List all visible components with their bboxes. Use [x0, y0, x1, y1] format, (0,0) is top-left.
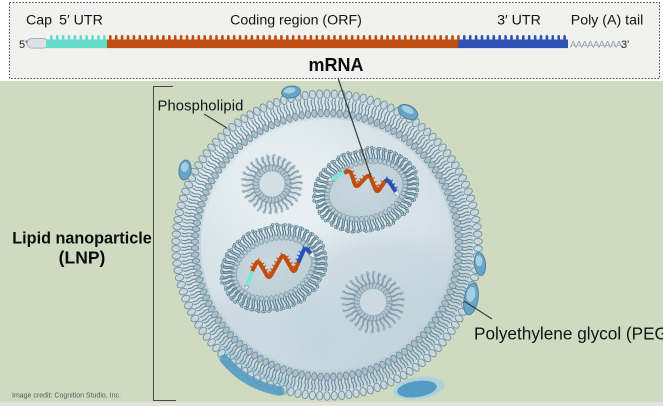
svg-text:3': 3': [621, 39, 629, 51]
svg-text:AAAAAAAAA: AAAAAAAAA: [570, 40, 623, 51]
svg-text:Cap: Cap: [26, 13, 52, 29]
svg-text:Coding region (ORF): Coding region (ORF): [230, 13, 362, 29]
svg-text:Poly (A) tail: Poly (A) tail: [571, 13, 644, 29]
svg-text:Polyethylene glycol (PEG): Polyethylene glycol (PEG): [474, 324, 663, 344]
svg-text:5′ UTR: 5′ UTR: [59, 13, 103, 29]
svg-text:5': 5': [19, 39, 27, 51]
svg-text:3′ UTR: 3′ UTR: [497, 13, 541, 29]
svg-text:Lipid nanoparticle: Lipid nanoparticle: [12, 230, 151, 248]
svg-text:(LNP): (LNP): [59, 248, 106, 268]
svg-text:mRNA: mRNA: [308, 55, 363, 75]
svg-text:Phospholipid: Phospholipid: [158, 99, 244, 115]
svg-text:Image credit: Cognition Studio: Image credit: Cognition Studio, Inc.: [12, 393, 121, 400]
